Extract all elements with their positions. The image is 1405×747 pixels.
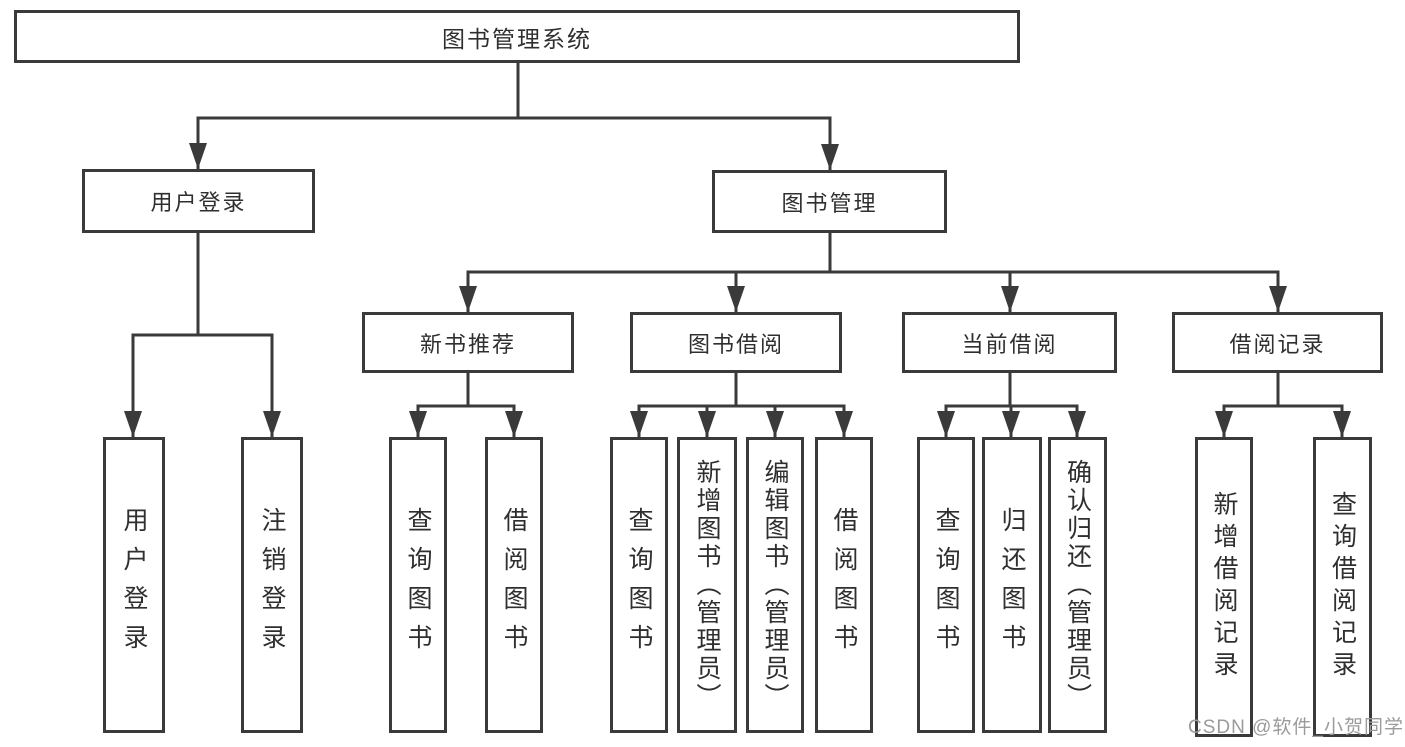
leaf-query-books: 查询图书	[389, 437, 447, 733]
leaf-borrow-books: 借阅图书	[485, 437, 543, 733]
leaf-borrow-books-borrow: 借阅图书	[815, 437, 873, 733]
node-user-login: 用户登录	[82, 169, 315, 233]
node-book-management: 图书管理	[712, 170, 947, 233]
node-current-borrow: 当前借阅	[902, 312, 1117, 373]
leaf-user-login: 用户登录	[103, 437, 165, 733]
node-book-borrow: 图书借阅	[630, 312, 842, 373]
leaf-add-borrow-record: 新增借阅记录	[1195, 437, 1253, 737]
leaf-return-books: 归还图书	[982, 437, 1042, 733]
node-borrow-records: 借阅记录	[1172, 312, 1383, 373]
leaf-add-books-admin: 新增图书（管理员）	[677, 437, 737, 733]
leaf-query-books-borrow: 查询图书	[610, 437, 668, 733]
leaf-edit-books-admin: 编辑图书（管理员）	[746, 437, 804, 733]
csdn-watermark: CSDN @软件_小贺同学	[1188, 717, 1404, 738]
node-library-system: 图书管理系统	[14, 10, 1020, 63]
leaf-query-books-current: 查询图书	[917, 437, 975, 733]
leaf-query-borrow-record: 查询借阅记录	[1313, 437, 1372, 737]
leaf-logout: 注销登录	[241, 437, 303, 733]
node-new-book-recommend: 新书推荐	[362, 312, 574, 373]
leaf-confirm-return-admin: 确认归还（管理员）	[1048, 437, 1107, 733]
